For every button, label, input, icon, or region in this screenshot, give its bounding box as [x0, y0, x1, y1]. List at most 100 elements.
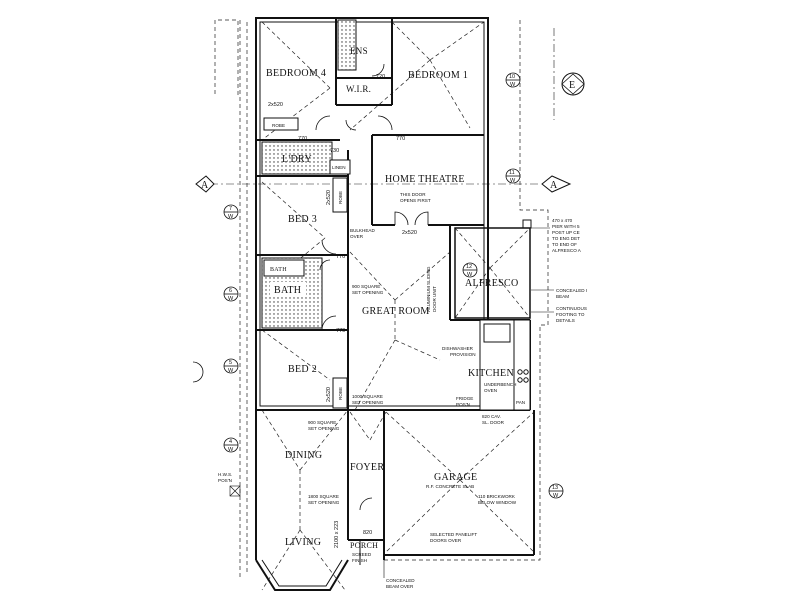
note-fridge-2: POS'N	[456, 402, 470, 407]
room-kitchen: KITCHEN	[468, 368, 514, 379]
leader-lines	[229, 227, 554, 578]
ens-tiles	[337, 19, 357, 71]
section-a-left-letter: A	[201, 180, 209, 191]
room-garage: GARAGE	[434, 472, 477, 483]
ldry-tiles	[261, 141, 333, 175]
dim-770-b1: 770	[396, 136, 405, 142]
label-robe-b3: ROBE	[338, 191, 343, 204]
note-1000-1: 1000 SQUARE	[352, 394, 383, 399]
note-post-detail-3: POST UP CE	[552, 230, 580, 235]
note-post-detail-1: 470 x 470	[552, 218, 573, 223]
note-900-lower-2: SET OPENING	[308, 426, 340, 431]
door-swings	[315, 63, 429, 511]
note-footing-3: DETAILS	[556, 318, 575, 323]
label-robe-b2: ROBE	[338, 387, 343, 400]
note-1000-2: SET OPENING	[352, 400, 384, 405]
note-900-upper-2: SET OPENING	[352, 290, 384, 295]
dim-770-b4: 770	[298, 136, 307, 142]
dim-770-bath-bot: 770	[336, 328, 345, 334]
dim-730: 730	[330, 148, 339, 154]
note-1800-2: SET OPENING	[308, 500, 340, 505]
window-tag-partial	[192, 361, 204, 383]
note-footing-2: FOOTING TO	[556, 312, 585, 317]
w13-num: 13	[552, 485, 558, 491]
note-cav-1: 820 CAV.	[482, 414, 501, 419]
label-linen: LINEN	[332, 165, 346, 170]
note-concealed-bottom-1: CONCEALED	[386, 578, 415, 583]
w12-letter: W	[467, 272, 473, 278]
note-1800-1: 1800 SQUARE	[308, 494, 339, 499]
room-bedroom-4: BEDROOM 4	[266, 68, 326, 79]
note-fridge-1: FRIDGE	[456, 396, 473, 401]
bath-tub-fill	[263, 259, 305, 277]
note-post-detail-2: PIER WITH 5	[552, 224, 580, 229]
note-porch-screed-2: FINISH	[352, 558, 367, 563]
elevation-e-letter: E	[569, 80, 575, 91]
section-marker-a-right: A	[541, 175, 572, 193]
note-concealed-right-2: BEAM	[556, 294, 569, 299]
w13-letter: W	[553, 493, 559, 499]
w7-num: 7	[229, 206, 232, 212]
room-bed-3: BED 3	[288, 214, 317, 225]
room-bedroom-1: BEDROOM 1	[408, 70, 468, 81]
notes: THIS DOOR OPENS FIRST BULKHEAD OVER 900 …	[218, 192, 587, 589]
note-brickwork-2: BELOW WINDOW	[478, 500, 517, 505]
section-a-right-letter: A	[550, 180, 558, 191]
room-bath: BATH	[274, 285, 301, 296]
room-home-theatre: HOME THEATRE	[385, 174, 465, 185]
dim-2x520-gr: 2x520	[402, 230, 417, 236]
room-great-room: GREAT ROOM	[362, 306, 430, 317]
w11-num: 11	[509, 170, 515, 176]
note-sliding-door-2: DOOR UNIT	[432, 286, 437, 312]
room-porch: PORCH	[350, 541, 378, 550]
note-cav-2: SL. DOOR	[482, 420, 505, 425]
room-living: LIVING	[285, 537, 321, 548]
dimensions: 720 2x520 770 770 730 2x520 2x520 770 77…	[268, 74, 417, 548]
note-door-opens-first-1: THIS DOOR	[400, 192, 426, 197]
note-post-detail-4: TO ENG DET	[552, 236, 580, 241]
note-sliding-door-1: ALUMINIUM SLIDING	[426, 266, 431, 312]
elevation-marker-e: E	[561, 72, 585, 96]
note-footing-1: CONTINUOUS	[556, 306, 587, 311]
alfresco-outline	[454, 227, 531, 319]
note-underbench-2: OVEN	[484, 388, 497, 393]
room-alfresco: ALFRESCO	[465, 278, 519, 289]
dim-2x520-b2: 2x520	[326, 387, 332, 402]
note-concrete-slab: R.F. CONCRETE SLAB	[426, 484, 474, 489]
dim-2x520-top: 2x520	[268, 102, 283, 108]
note-bulkhead-2: OVER	[350, 234, 364, 239]
w11-letter: W	[510, 178, 516, 184]
note-panelift-1: SELECTED PANELIFT	[430, 532, 477, 537]
note-door-opens-first-2: OPENS FIRST	[400, 198, 431, 203]
note-underbench-1: UNDERBENCH	[484, 382, 516, 387]
alfresco-post-top	[522, 219, 532, 229]
w7-letter: W	[228, 214, 234, 220]
w4-num: 4	[229, 439, 232, 445]
note-post-detail-6: ALFRESCO A	[552, 248, 582, 253]
dim-820: 820	[363, 530, 372, 536]
w4-letter: W	[228, 447, 234, 453]
dim-2100x223: 2100 x 223	[334, 521, 340, 548]
window-tag-text: 10 W 11 W 12 W 13 W 7 W 6 W 5 W 4 W	[228, 74, 559, 499]
w6-letter: W	[228, 296, 234, 302]
note-bulkhead-1: BULKHEAD	[350, 228, 375, 233]
note-concealed-bottom-2: BEAM OVER	[386, 584, 414, 589]
note-concealed-right-1: CONCEALED I	[556, 288, 587, 293]
w10-letter: W	[510, 82, 516, 88]
note-panelift-2: DOORS OVER	[430, 538, 462, 543]
room-bath-tub: BATH	[270, 267, 287, 273]
label-robe-b4: ROBE	[272, 123, 285, 128]
window-tags	[223, 72, 564, 499]
room-wir: W.I.R.	[346, 84, 371, 94]
bath-label-area	[270, 282, 306, 296]
note-hws-1: H.W.S.	[218, 472, 232, 477]
w5-num: 5	[229, 360, 232, 366]
note-900-upper-1: 900 SQUARE	[352, 284, 380, 289]
note-dishwasher-2: PROVISION	[450, 352, 476, 357]
w12-num: 12	[466, 264, 472, 270]
note-hws-2: POS'N	[218, 478, 232, 483]
dim-2x520-b3: 2x520	[326, 190, 332, 205]
dim-770-bath-top: 770	[336, 254, 345, 260]
dashed-roof-lines	[214, 19, 549, 591]
note-dishwasher-1: DISHWASHER	[442, 346, 474, 351]
